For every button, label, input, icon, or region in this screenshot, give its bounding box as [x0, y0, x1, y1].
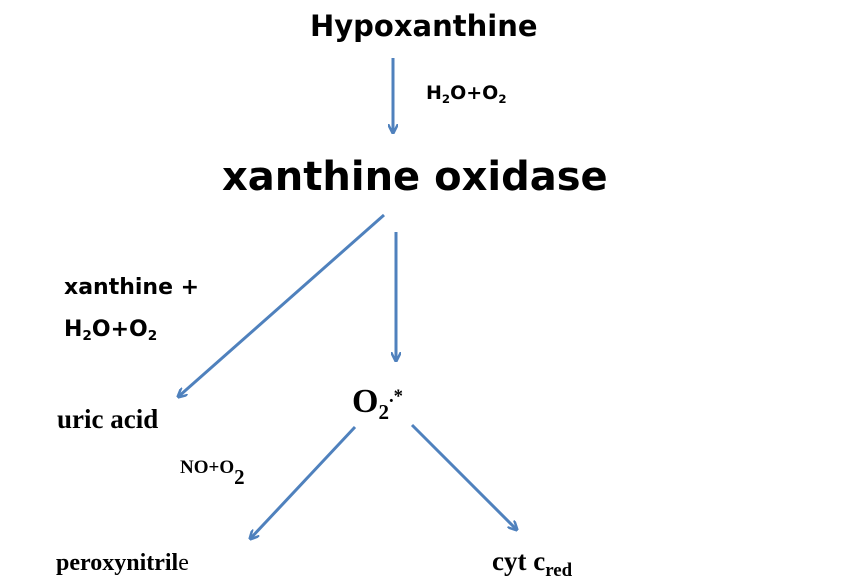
enzyme-label: xanthine oxidase — [222, 154, 608, 200]
reagent-o-o: O+O — [450, 82, 499, 104]
reagent-o2-subscript: 2 — [498, 91, 507, 106]
cyt-base: cyt c — [492, 546, 546, 576]
left-reagent-o-o: O+O — [91, 317, 148, 342]
superoxide-base: O — [352, 383, 379, 420]
arrow-superoxide-to-cyt — [410, 423, 517, 530]
no-reagent-base: NO+O — [180, 457, 235, 478]
no-reagent-subscript: 2 — [234, 465, 245, 490]
peroxynitrile-tail: e — [178, 550, 189, 576]
peroxynitrile-main: peroxynitril — [56, 550, 179, 576]
xanthine-reagent-label: xanthine + — [64, 275, 200, 300]
peroxynitrile-label: peroxynitrile — [56, 551, 189, 575]
superoxide-superscript: .* — [389, 385, 404, 407]
hypoxanthine-label: Hypoxanthine — [310, 9, 538, 43]
cyt-c-red-label: cyt cred — [492, 546, 572, 580]
superoxide-subscript: 2 — [378, 400, 389, 425]
left-reagent-h: H — [64, 317, 83, 342]
superoxide-label: O2.* — [352, 383, 404, 423]
uric-acid-label: uric acid — [57, 404, 159, 434]
left-water-oxygen-label: H2O+O2 — [64, 317, 158, 345]
water-oxygen-reagent-label: H2O+O2 — [426, 82, 507, 106]
no-oxygen-reagent-label: NO+O2 — [180, 456, 245, 488]
arrow-superoxide-to-peroxynitrile — [250, 425, 357, 539]
left-reagent-o2-subscript: 2 — [147, 328, 158, 345]
cyt-subscript: red — [545, 559, 573, 581]
left-reagent-h-subscript: 2 — [82, 328, 92, 345]
arrow-enzyme-to-uric-acid — [178, 213, 385, 397]
reagent-h: H — [426, 82, 442, 104]
reagent-h-subscript: 2 — [441, 91, 451, 106]
